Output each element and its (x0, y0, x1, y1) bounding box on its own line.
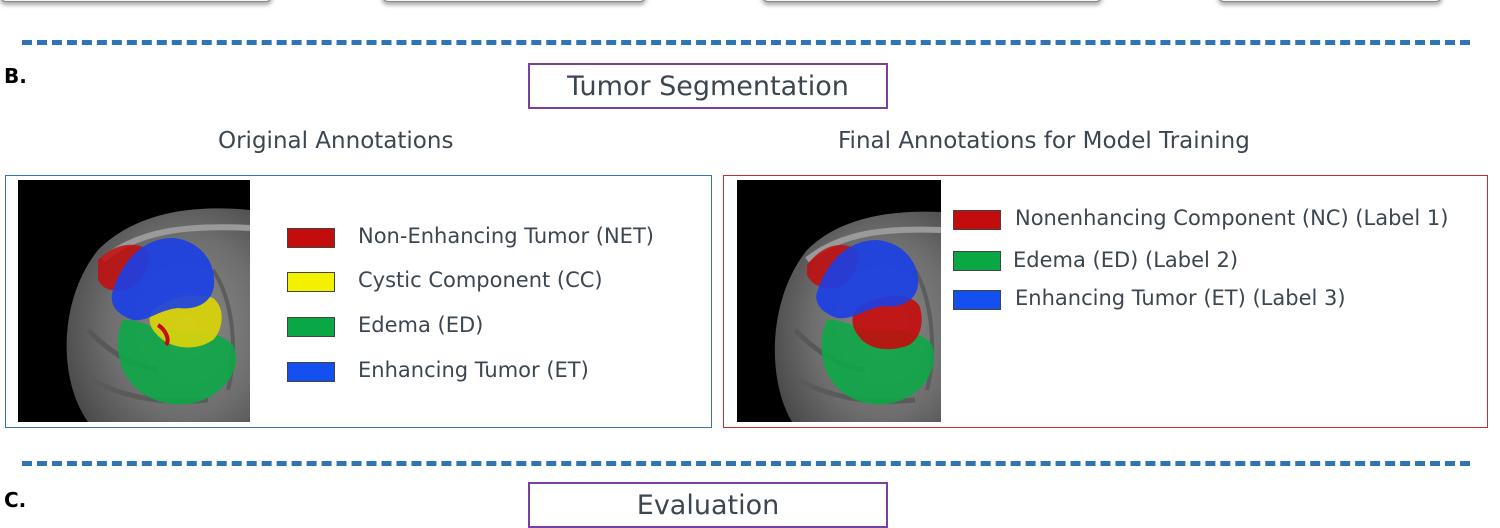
prev-section-box-1 (0, 0, 272, 2)
prev-section-box-4 (1218, 0, 1442, 2)
legend-swatch-et (287, 362, 335, 382)
legend-swatch-net (287, 228, 335, 248)
legend-label-cc: Cystic Component (CC) (358, 268, 603, 292)
legend-label-ed-final: Edema (ED) (Label 2) (1013, 248, 1239, 272)
section-letter-b: B. (4, 64, 27, 88)
legend-label-et-final: Enhancing Tumor (ET) (Label 3) (1015, 286, 1346, 310)
mri-overlay-final-svg (774, 211, 941, 422)
legend-swatch-nc (953, 210, 1001, 230)
original-annotations-panel: Non-Enhancing Tumor (NET) Cystic Compone… (5, 175, 712, 428)
legend-label-et: Enhancing Tumor (ET) (358, 358, 589, 382)
mri-overlay-original-svg (66, 208, 250, 422)
prev-section-box-3 (762, 0, 1102, 2)
region-enhancing (816, 240, 919, 319)
legend-swatch-et-final (953, 290, 1001, 310)
section-title-box-c: Evaluation (528, 482, 888, 528)
region-enhancing (111, 238, 215, 321)
prev-section-box-2 (382, 0, 646, 2)
mri-scan-original (18, 180, 250, 422)
legend-swatch-cc (287, 272, 335, 292)
legend-swatch-ed (287, 317, 335, 337)
left-panel-heading: Original Annotations (218, 128, 454, 154)
legend-swatch-ed-final (953, 251, 1001, 271)
mri-scan-final (737, 180, 941, 422)
section-divider-bottom (22, 461, 1470, 466)
legend-label-net: Non-Enhancing Tumor (NET) (358, 224, 654, 248)
final-annotations-panel: Nonenhancing Component (NC) (Label 1) Ed… (723, 175, 1488, 428)
legend-label-ed: Edema (ED) (358, 313, 484, 337)
legend-label-nc: Nonenhancing Component (NC) (Label 1) (1015, 206, 1449, 230)
section-title-box: Tumor Segmentation (528, 63, 888, 109)
section-divider-top (22, 40, 1470, 45)
section-letter-c: C. (4, 488, 27, 512)
right-panel-heading: Final Annotations for Model Training (838, 128, 1250, 154)
